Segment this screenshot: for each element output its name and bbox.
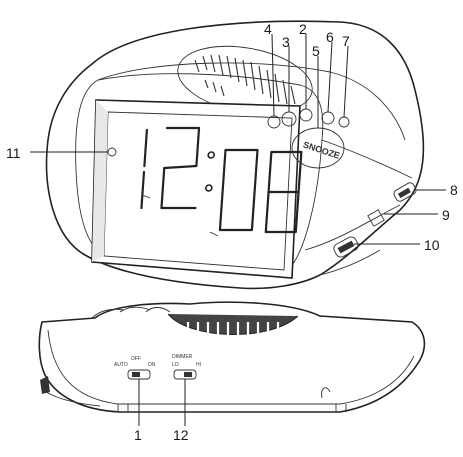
digit-0 [218,148,259,232]
callout-12: 12 [173,427,189,443]
right-side-panel [304,139,413,251]
rear-hook [321,387,331,399]
colon-top [207,151,215,159]
back-grille [167,313,299,340]
display-inner [103,111,293,271]
feet [117,404,347,412]
digit-1 [140,128,149,210]
digit-2 [160,126,201,210]
callout-6: 6 [326,29,334,45]
mode-left-label: AUTO [114,362,128,368]
callout-9: 9 [442,207,450,223]
callout-10: 10 [424,237,440,253]
side-inner-edge [47,329,415,405]
right-lower-curve [319,249,381,276]
mode-switch-knob[interactable] [132,372,140,377]
callout-5: 5 [312,43,320,59]
mode-mid-label: OFF [131,356,141,362]
clock-top-view: SNOOZE 4 3 2 5 6 7 1 [6,20,458,290]
digit-8 [264,150,303,234]
dimmer-hi-label: HI [196,362,201,368]
control-8[interactable] [392,181,417,202]
side-controls [332,181,417,259]
callout-8: 8 [450,182,458,198]
side-body [38,301,426,413]
power-cord-exit [40,376,50,394]
clock-side-view: AUTO OFF ON DIMMER LO HI 1 12 [38,301,426,443]
control-10[interactable] [332,235,360,259]
top-crease [97,62,406,141]
mode-right-label: ON [148,362,156,368]
callout-3: 3 [282,34,290,50]
display-digits [140,126,303,234]
callout-2: 2 [299,21,307,37]
callout-11: 11 [6,145,21,161]
control-9[interactable] [367,209,385,227]
led-display [91,99,303,279]
dimmer-title: DIMMER [172,354,193,360]
callout-7: 7 [342,33,350,49]
colon-bottom [205,184,213,192]
speaker-grille [177,45,313,115]
callout-1: 1 [134,427,142,443]
dimmer-lo-label: LO [172,362,179,368]
top-callouts: 4 3 2 5 6 7 11 8 9 10 [6,21,458,253]
callout-4: 4 [264,21,272,37]
side-top-buttons [91,306,171,319]
dimmer-switch-knob[interactable] [184,372,192,377]
